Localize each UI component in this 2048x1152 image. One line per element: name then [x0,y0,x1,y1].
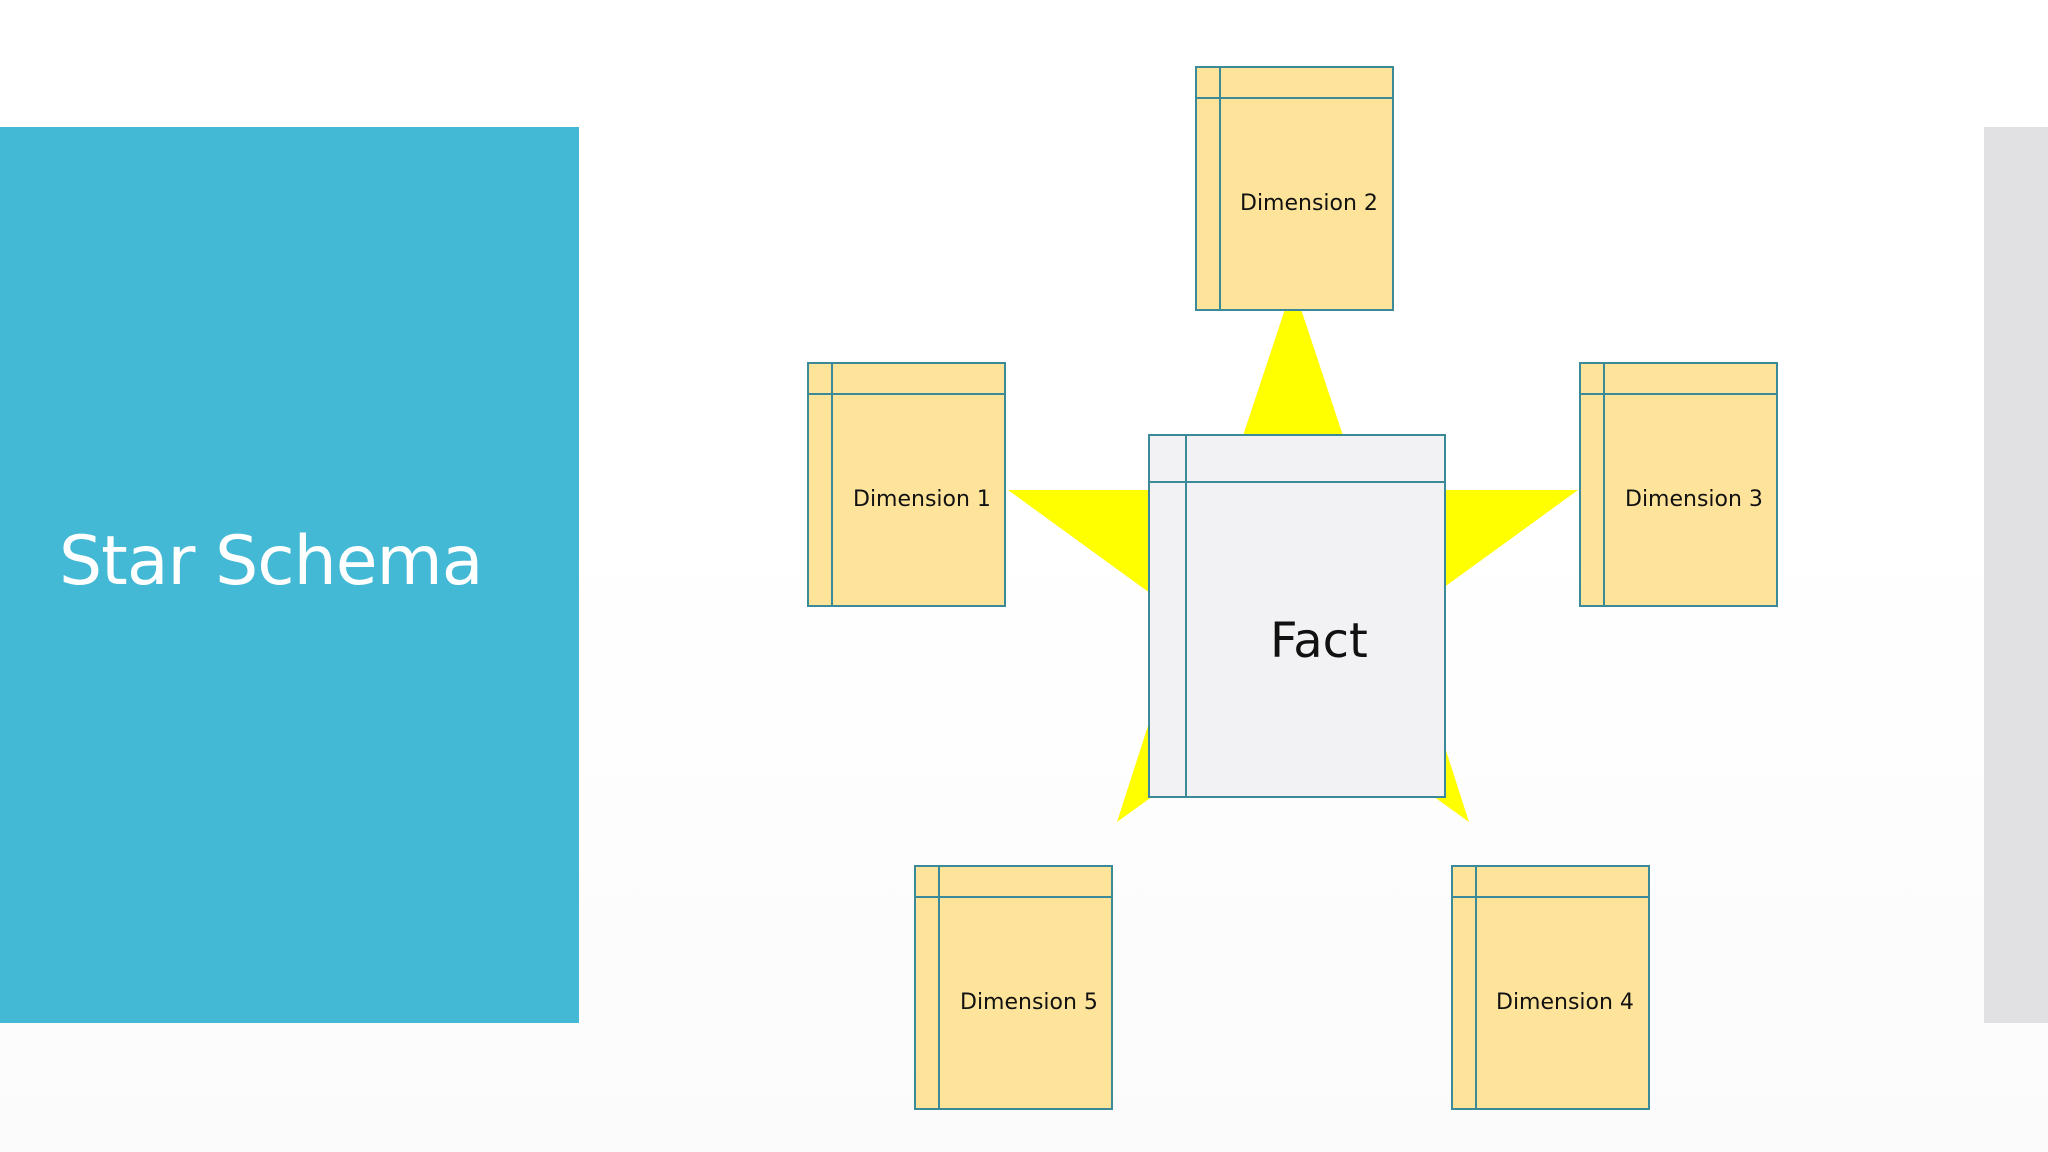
dimension-table-4[interactable] [1451,865,1650,1110]
dimension-table-2[interactable] [1195,66,1394,311]
fact-label: Fact [1270,613,1368,669]
dimension-4-label: Dimension 4 [1496,990,1634,1015]
fact-table[interactable] [1148,434,1446,798]
slide-title: Star Schema [59,522,483,601]
dimension-table-3[interactable] [1579,362,1778,607]
dimension-2-label: Dimension 2 [1240,191,1378,216]
dimension-table-5[interactable] [914,865,1113,1110]
right-accent-bar [1984,127,2048,1023]
dimension-3-label: Dimension 3 [1625,487,1763,512]
dimension-5-label: Dimension 5 [960,990,1098,1015]
dimension-1-label: Dimension 1 [853,487,991,512]
dimension-table-1[interactable] [807,362,1006,607]
title-panel [0,127,579,1023]
